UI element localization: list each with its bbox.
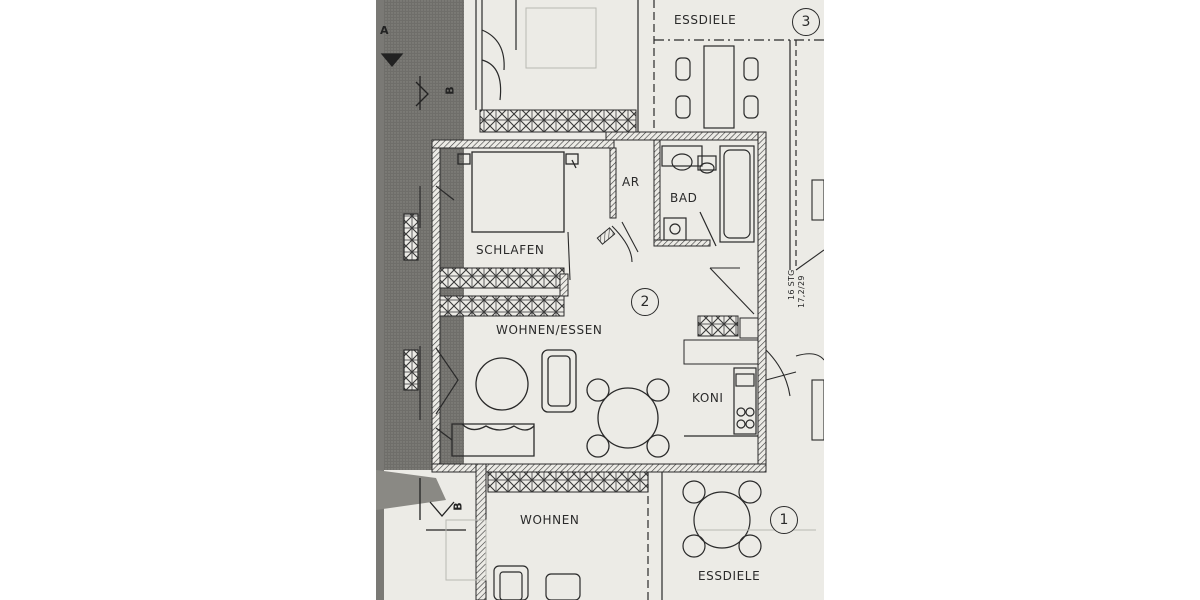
room-label-schlafen: SCHLAFEN bbox=[476, 243, 545, 257]
kitchen-counter bbox=[684, 367, 758, 437]
apartment-2-walls bbox=[431, 131, 767, 600]
lower-apartment-outline bbox=[493, 472, 762, 600]
section-markers bbox=[380, 53, 466, 531]
living-furniture bbox=[451, 349, 670, 458]
upper-apartment-outline bbox=[475, 0, 824, 270]
section-label-b-bottom: B bbox=[451, 502, 465, 511]
paper-bleed bbox=[445, 7, 816, 581]
room-label-koni: KONI bbox=[692, 391, 724, 405]
bathroom-fixtures bbox=[661, 145, 755, 247]
door-swings bbox=[567, 221, 797, 397]
apartment-number-2: 2 bbox=[631, 288, 659, 316]
hatched-walls bbox=[439, 109, 739, 493]
room-label-ar: AR bbox=[622, 175, 640, 189]
floor-plan-sheet: ESSDIELE 3 AR BAD SCHLAFEN 2 WOHNEN/ESSE… bbox=[376, 0, 824, 600]
stairwell bbox=[795, 179, 824, 441]
stair-label: 16 STG bbox=[787, 269, 796, 300]
floor-plan-drawing bbox=[376, 0, 824, 600]
section-label-b-top: B bbox=[443, 86, 457, 95]
section-label-a: A bbox=[380, 24, 389, 37]
room-label-essdiele-top: ESSDIELE bbox=[674, 13, 737, 27]
stair-dimension: 17,2/29 bbox=[797, 275, 806, 308]
apartment-number-3: 3 bbox=[792, 8, 820, 36]
room-label-essdiele-bottom: ESSDIELE bbox=[698, 569, 761, 583]
apartment-number-1: 1 bbox=[770, 506, 798, 534]
left-wall-openings bbox=[403, 185, 459, 441]
room-label-bad: BAD bbox=[670, 191, 698, 205]
bedroom-bed bbox=[457, 151, 579, 233]
room-label-wohnen-essen: WOHNEN/ESSEN bbox=[496, 323, 603, 337]
room-label-wohnen-bottom: WOHNEN bbox=[520, 513, 580, 527]
